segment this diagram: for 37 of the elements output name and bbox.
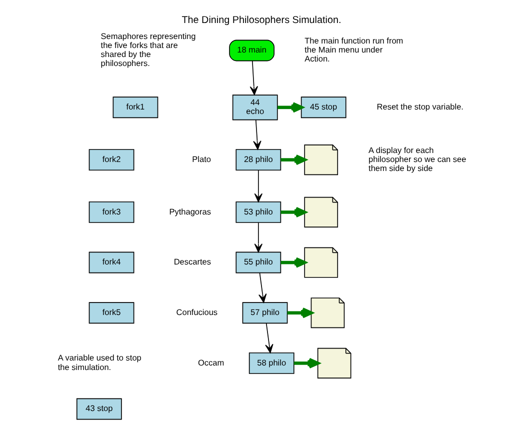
node-label: Descartes bbox=[173, 258, 210, 267]
node-box: fork3 bbox=[88, 201, 134, 223]
arrow bbox=[249, 60, 258, 96]
arrow bbox=[258, 272, 266, 303]
label: The main function run from the Main menu under Action. bbox=[304, 36, 403, 64]
arrow bbox=[277, 102, 303, 113]
node-box: 58 philo bbox=[248, 352, 294, 374]
node-box: fork2 bbox=[88, 149, 134, 171]
arrow bbox=[280, 206, 306, 218]
arrow bbox=[254, 170, 262, 202]
arrow bbox=[293, 358, 319, 369]
node-box: 43 stop bbox=[76, 398, 122, 420]
node-label: Pythagoras bbox=[168, 207, 210, 216]
node-box: fork5 bbox=[88, 302, 134, 324]
node-box: fork1 bbox=[112, 96, 158, 118]
arrow bbox=[264, 322, 273, 354]
node-label: Occam bbox=[198, 358, 224, 368]
node-box: 44 echo bbox=[232, 94, 278, 120]
arrow bbox=[254, 222, 262, 253]
arrow bbox=[252, 120, 261, 150]
node-box: 55 philo bbox=[235, 252, 281, 274]
node-box: fork4 bbox=[88, 252, 134, 274]
node-box: 53 philo bbox=[235, 201, 281, 223]
label: A variable used to stop the simulation. bbox=[57, 354, 141, 372]
node-box: 45 stop bbox=[300, 96, 346, 118]
node-box: 57 philo bbox=[242, 302, 288, 324]
node-box: 18 main bbox=[228, 40, 274, 62]
label: Semaphores representing the five forks that are shared by the philosophers. bbox=[100, 32, 196, 68]
label: A display for each philosopher so we can see them side by side bbox=[368, 146, 466, 173]
node-label: Confucious bbox=[176, 308, 218, 317]
label: Reset the stop variable. bbox=[376, 102, 463, 112]
arrow bbox=[280, 257, 306, 268]
arrow bbox=[280, 154, 306, 166]
arrow bbox=[286, 308, 312, 318]
node-box: 28 philo bbox=[235, 149, 281, 171]
node-label: Plato bbox=[192, 154, 210, 164]
diagram-title: The Dining Philosophers Simulation. bbox=[181, 14, 341, 26]
